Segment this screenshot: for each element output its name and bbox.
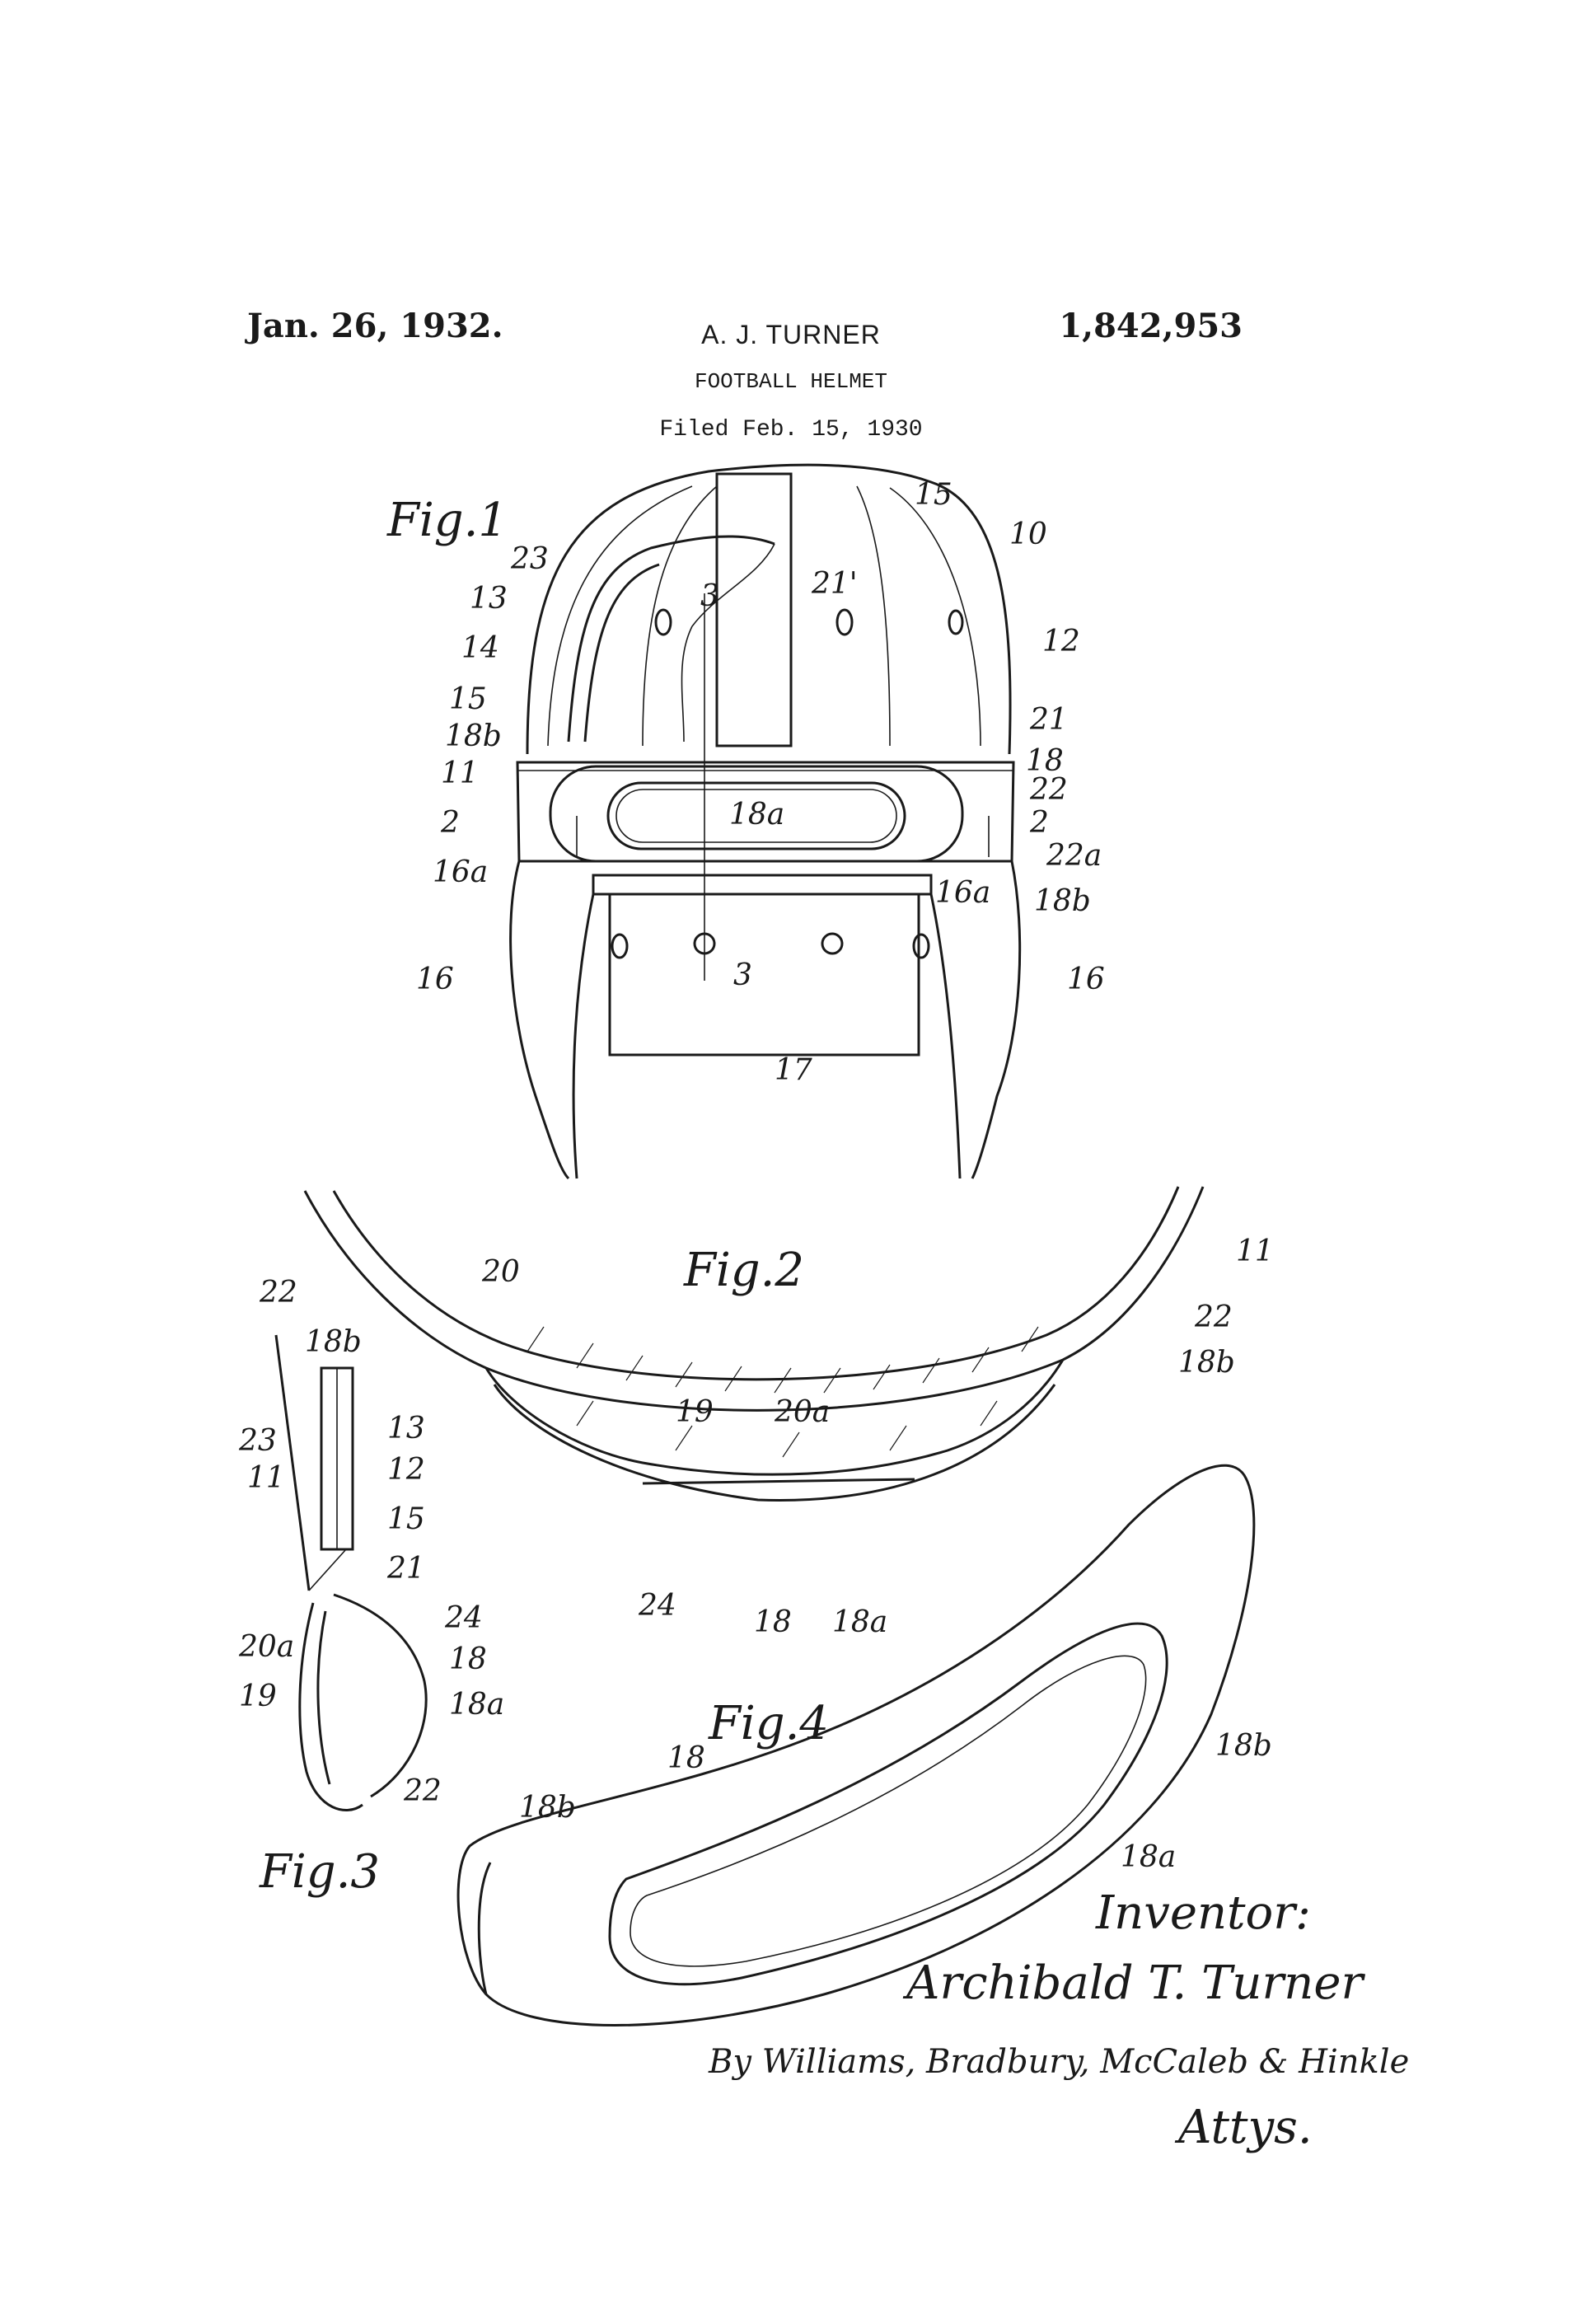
reference-numeral: 23: [238, 1424, 277, 1458]
reference-numeral: 11: [247, 1461, 285, 1495]
inventor-signature: Archibald T. Turner: [902, 1956, 1365, 2010]
reference-numeral: 20a: [238, 1630, 294, 1664]
reference-numeral: 21': [811, 567, 858, 601]
reference-numeral: 20a: [774, 1395, 830, 1429]
reference-numeral: 22: [1029, 773, 1068, 807]
figure-4-pad: Fig.4 18b 18 18b 18a: [456, 1464, 1272, 2026]
attorneys-signature: By Williams, Bradbury, McCaleb & Hinkle: [708, 2043, 1409, 2081]
inventor-heading: Inventor:: [1095, 1886, 1311, 1940]
reference-numeral: 16: [416, 963, 454, 996]
reference-numeral: 15: [449, 682, 487, 716]
reference-numeral: 12: [1042, 625, 1080, 658]
reference-numeral: 15: [915, 478, 952, 512]
figure-3-caption: Fig.3: [259, 1845, 380, 1899]
reference-numeral: 13: [387, 1412, 425, 1445]
reference-numeral: 23: [510, 542, 549, 576]
reference-numeral: 20: [481, 1255, 520, 1289]
reference-numeral: 17: [775, 1053, 812, 1087]
reference-numeral: 19: [239, 1680, 277, 1713]
reference-numeral: 18b: [305, 1325, 362, 1359]
reference-numeral: 15: [387, 1502, 425, 1536]
reference-numeral: 3: [733, 958, 752, 992]
reference-numeral: 19: [676, 1395, 714, 1429]
reference-numeral: 14: [461, 631, 499, 665]
reference-numeral: 22: [259, 1276, 297, 1310]
reference-numeral: 18b: [1215, 1729, 1272, 1763]
reference-numeral: 13: [470, 582, 508, 616]
figure-1-caption: Fig.1: [386, 494, 508, 547]
patent-number: 1,842,953: [1059, 307, 1243, 345]
filing-date: Filed Feb. 15, 1930: [659, 417, 923, 443]
reference-numeral: 2: [440, 806, 460, 840]
figure-3-section: Fig.3 23 11 13 12 15 21 20a 24 18 19 18a…: [238, 1334, 504, 1899]
reference-numeral: 18b: [1178, 1346, 1235, 1380]
reference-numeral: 18: [449, 1642, 487, 1676]
attorneys-label: Attys.: [1174, 2101, 1313, 2154]
reference-numeral: 18a: [1121, 1840, 1176, 1874]
reference-numeral: 12: [387, 1453, 425, 1487]
reference-numeral: 10: [1009, 518, 1047, 551]
reference-numeral: 11: [441, 757, 479, 790]
figure-1-helmet: Fig.1 10 15 23 13 14 15 18b 11 2 16a 16 …: [386, 463, 1105, 1180]
reference-numeral: 3: [700, 579, 719, 613]
reference-numeral: 24: [444, 1601, 483, 1635]
reference-numeral: 21: [1029, 703, 1068, 737]
reference-numeral: 24: [638, 1589, 676, 1623]
figure-2-caption: Fig.2: [683, 1244, 804, 1297]
reference-numeral: 18a: [449, 1688, 504, 1722]
reference-numeral: 22: [403, 1774, 442, 1808]
reference-numeral: 16a: [433, 855, 488, 889]
reference-numeral: 16a: [935, 876, 990, 910]
reference-numeral: 22: [1194, 1300, 1233, 1334]
reference-numeral: 18: [667, 1741, 705, 1775]
reference-numeral: 22a: [1046, 839, 1102, 873]
patent-title: FOOTBALL HELMET: [694, 369, 888, 394]
reference-numeral: 16: [1067, 963, 1105, 996]
patent-date: Jan. 26, 1932.: [247, 307, 503, 345]
reference-numeral: 18b: [519, 1791, 576, 1825]
figure-4-caption: Fig.4: [708, 1697, 829, 1750]
reference-numeral: 18a: [729, 798, 784, 832]
figure-2-section: Fig.2 22 18b 20 11 22 18b 19 20a 24 18 1…: [259, 1186, 1274, 1639]
signature-block: Inventor: Archibald T. Turner By William…: [708, 1886, 1409, 2154]
reference-numeral: 18a: [832, 1605, 887, 1639]
reference-numeral: 2: [1029, 806, 1049, 840]
reference-numeral: 11: [1236, 1235, 1274, 1268]
reference-numeral: 18b: [1034, 884, 1091, 918]
reference-numeral: 18: [754, 1605, 792, 1639]
reference-numeral: 18: [1026, 744, 1064, 778]
inventor-name: A. J. TURNER: [701, 320, 881, 349]
reference-numeral: 18b: [445, 719, 502, 753]
reference-numeral: 21: [386, 1552, 425, 1586]
